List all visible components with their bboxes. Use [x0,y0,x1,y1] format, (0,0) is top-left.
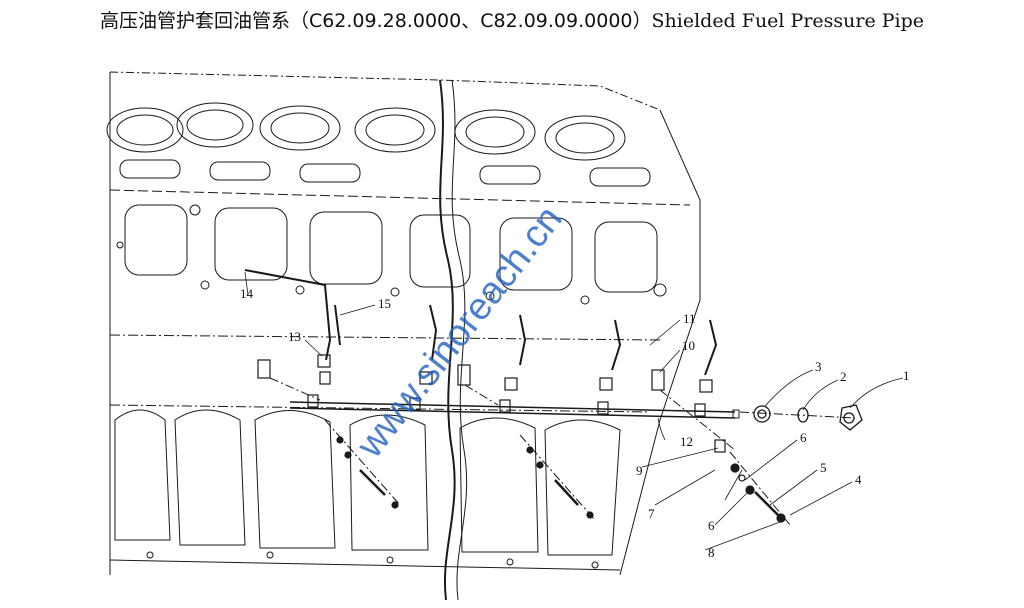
callout-10: 10 [682,338,695,353]
callout-6a: 6 [800,430,807,445]
callout-14: 14 [240,286,254,301]
crankcase-bays [114,409,621,556]
diagram-title: 高压油管护套回油管系（C62.09.28.0000、C82.09.09.0000… [0,6,1024,33]
callout-4: 4 [855,472,862,487]
callout-9: 9 [636,463,643,478]
callout-8: 8 [708,545,715,560]
bolt-stack [714,439,786,523]
diagram-title-en: Shielded Fuel Pressure Pipe [651,10,925,32]
callout-13: 13 [288,329,301,344]
bolt-stack-left [336,436,594,519]
head-bores [106,102,626,161]
block-lower-line [109,404,651,413]
callout-15: 15 [378,296,391,311]
break-line [439,79,456,601]
block-bottom-line [109,559,621,571]
block-top-edge [109,71,661,111]
leader-lines [244,271,904,551]
callout-2: 2 [840,369,847,384]
callout-7: 7 [648,506,655,521]
pipe-fittings [257,354,713,417]
callout-3: 3 [815,359,822,374]
return-pipe-15 [334,304,341,346]
block-right-edge [619,109,701,576]
main-return-pipe [289,401,736,413]
callout-1: 1 [903,368,910,383]
callout-12: 12 [680,434,693,449]
callout-11: 11 [683,311,696,326]
callout-5: 5 [820,460,827,475]
callout-6b: 6 [708,518,715,533]
block-deck-line [109,189,691,206]
head-ports [119,159,651,187]
side-openings [124,204,658,293]
block-mid-line [109,334,661,341]
end-fittings [753,404,863,431]
bolt-holes [116,204,667,569]
diagram-title-cn: 高压油管护套回油管系（C62.09.28.0000、C82.09.09.0000… [99,10,652,32]
return-pipe-14 [244,269,332,361]
